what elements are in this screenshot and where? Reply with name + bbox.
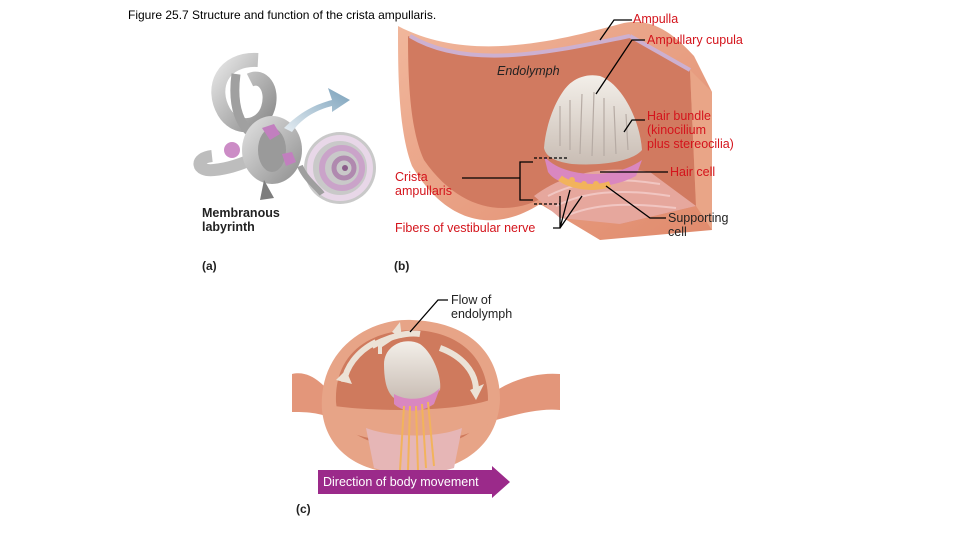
membranous-labyrinth-line2: labyrinth <box>202 220 255 234</box>
direction-arrow-icon <box>318 466 510 498</box>
direction-of-body-movement-label: Direction of body movement <box>323 475 479 489</box>
crista-line2: ampullaris <box>395 184 452 198</box>
membranous-labyrinth-line1: Membranous <box>202 206 280 220</box>
membranous-labyrinth-illustration <box>193 52 376 204</box>
ampulla-cutaway-illustration <box>398 21 712 241</box>
hair-bundle-line2: (kinocilium <box>647 123 707 137</box>
hair-bundle-line3: plus stereocilia) <box>647 137 734 151</box>
supporting-cell-label: Supporting cell <box>668 211 728 239</box>
supporting-line1: Supporting <box>668 211 729 225</box>
panel-b-tag: (b) <box>394 259 410 273</box>
supporting-line2: cell <box>668 225 687 239</box>
hair-bundle-line1: Hair bundle <box>647 109 711 123</box>
leader-lines-b <box>462 19 668 229</box>
ampulla-label: Ampulla <box>633 12 679 26</box>
flow-of-endolymph-label: Flow of endolymph <box>451 293 512 321</box>
ampullary-cupula-label: Ampullary cupula <box>647 33 743 47</box>
flow-leader-line <box>409 299 448 333</box>
crista-ampullaris-label: Crista ampullaris <box>395 170 452 198</box>
figure-title: Figure 25.7 Structure and function of th… <box>128 8 437 22</box>
flow-line2: endolymph <box>451 307 513 321</box>
zoom-arrow-icon <box>284 88 350 132</box>
flow-line1: Flow of <box>451 293 492 307</box>
membranous-labyrinth-label: Membranous labyrinth <box>202 206 280 234</box>
panel-a-tag: (a) <box>202 259 217 273</box>
hair-bundle-label: Hair bundle (kinocilium plus stereocilia… <box>647 109 734 151</box>
endolymph-label: Endolymph <box>497 64 560 78</box>
ampulla-cross-section-illustration <box>292 319 560 474</box>
crista-line1: Crista <box>395 170 428 184</box>
hair-cell-label: Hair cell <box>670 165 716 179</box>
panel-c-tag: (c) <box>296 502 311 516</box>
vestibular-nerve-fibers-label: Fibers of vestibular nerve <box>395 221 536 235</box>
